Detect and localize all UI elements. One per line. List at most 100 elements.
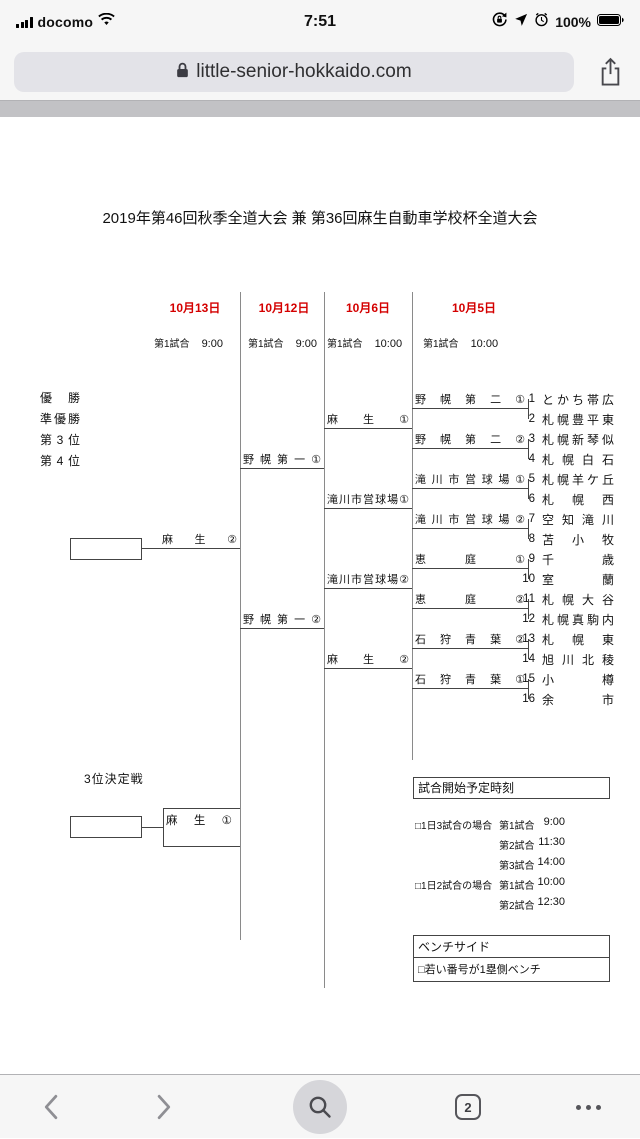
final-match-line: 麻生② xyxy=(142,534,240,549)
share-button[interactable] xyxy=(590,51,630,93)
team-number: 4 xyxy=(528,453,535,465)
game-time-label: 第1試合 10:00 xyxy=(327,335,402,350)
team-number: 12 xyxy=(522,613,535,625)
team-number: 1 xyxy=(528,393,535,405)
schedule-game: 第1試合 xyxy=(499,821,535,832)
bracket-connector xyxy=(528,679,529,699)
search-button[interactable] xyxy=(293,1080,347,1134)
venue-label: 麻生① xyxy=(327,414,409,426)
game-time: 10:00 xyxy=(374,338,403,350)
team-number: 2 xyxy=(528,413,535,425)
venue-label: 野幌第一① xyxy=(243,454,321,466)
lock-icon xyxy=(176,62,189,83)
schedule-game: 第2試合 xyxy=(499,841,535,852)
schedule-time: 14:00 xyxy=(537,856,565,868)
game-time: 10:00 xyxy=(470,338,499,350)
team-row: 1 とかち帯広 xyxy=(505,389,614,409)
team-name: 札幌大谷 xyxy=(542,592,614,607)
schedule-game: 第1試合 xyxy=(499,881,535,892)
team-name: 札幌豊平東 xyxy=(542,412,614,427)
chevron-left-icon xyxy=(44,1094,57,1120)
venue-label: 麻生② xyxy=(327,654,409,666)
browser-toolbar: 2 xyxy=(0,1074,640,1138)
team-name: とかち帯広 xyxy=(542,392,614,407)
match-line: 恵庭② xyxy=(412,594,528,609)
schedule-row: 第2試合 12:30 xyxy=(413,893,613,913)
url-bar: little-senior-hokkaido.com xyxy=(0,44,640,101)
signal-strength-icon xyxy=(16,16,33,28)
team-name: 苫小牧 xyxy=(542,532,614,547)
address-field[interactable]: little-senior-hokkaido.com xyxy=(14,52,574,92)
date-header: 10月12日 xyxy=(258,301,310,315)
game-time: 9:00 xyxy=(201,338,223,350)
schedule-game: 第3試合 xyxy=(499,861,535,872)
bracket-connector xyxy=(528,439,529,459)
schedule-time: 10:00 xyxy=(537,876,565,888)
share-icon xyxy=(601,57,619,86)
chevron-right-icon xyxy=(157,1094,170,1120)
venue-label: 恵庭② xyxy=(415,594,525,606)
forward-button[interactable] xyxy=(142,1075,186,1139)
team-number: 11 xyxy=(523,593,535,605)
match-line: 野幌第二① xyxy=(412,394,528,409)
url-text: little-senior-hokkaido.com xyxy=(196,61,412,82)
team-row: 11 札幌大谷 xyxy=(505,589,614,609)
venue-label: 滝川市営球場② xyxy=(327,574,409,586)
bracket-connector xyxy=(528,399,529,419)
match-line: 恵庭① xyxy=(412,554,528,569)
date-header: 10月6日 xyxy=(345,301,391,315)
column-divider xyxy=(324,292,325,988)
team-number: 5 xyxy=(528,473,535,485)
team-name: 千歳 xyxy=(542,552,614,567)
match-line: 野幌第二② xyxy=(412,434,528,449)
venue-label: 野幌第一② xyxy=(243,614,321,626)
page-title: 2019年第46回秋季全道大会 兼 第36回麻生自動車学校杯全道大会 xyxy=(102,210,538,227)
schedule-row: 第3試合 14:00 xyxy=(413,853,613,873)
rotation-lock-icon xyxy=(491,11,508,33)
match-line: 麻生① xyxy=(324,414,412,429)
team-number: 16 xyxy=(522,693,535,705)
placement-label: 準優勝 xyxy=(40,412,80,426)
date-header: 10月5日 xyxy=(451,301,497,315)
third-place-line xyxy=(163,808,240,809)
team-number: 7 xyxy=(528,513,535,525)
schedule-condition: □1日3試合の場合 xyxy=(415,821,493,832)
match-line: 滝川市営球場② xyxy=(324,574,412,589)
game-time: 9:00 xyxy=(295,338,317,350)
team-row: 2 札幌豊平東 xyxy=(505,409,614,429)
battery-percent-label: 100% xyxy=(555,14,591,30)
game-time-label: 第1試合 10:00 xyxy=(423,335,498,350)
tabs-button[interactable]: 2 xyxy=(446,1075,490,1139)
third-place-connector xyxy=(163,808,164,846)
bench-side-box: ベンチサイド □若い番号が1塁側ベンチ xyxy=(413,935,610,982)
venue-label: 野幌第二② xyxy=(415,434,525,446)
tabs-icon: 2 xyxy=(455,1094,481,1120)
third-place-box xyxy=(70,816,142,838)
venue-label: 麻生② xyxy=(162,534,237,546)
column-divider xyxy=(240,292,241,940)
team-name: 札幌東 xyxy=(542,632,614,647)
team-row: 13札幌東 xyxy=(505,629,614,649)
third-place-line xyxy=(163,846,240,847)
back-button[interactable] xyxy=(28,1075,72,1139)
game-number: 第1試合 xyxy=(248,339,284,350)
more-button[interactable] xyxy=(566,1075,610,1139)
bracket-connector xyxy=(528,519,529,539)
tab-count: 2 xyxy=(464,1099,472,1115)
game-number: 第1試合 xyxy=(423,339,459,350)
carrier-label: docomo xyxy=(37,14,94,30)
schedule-condition: □1日2試合の場合 xyxy=(415,881,493,892)
team-number: 3 xyxy=(528,433,535,445)
bench-note: □若い番号が1塁側ベンチ xyxy=(418,964,541,976)
schedule-row: 第2試合 11:30 xyxy=(413,833,613,853)
team-number: 14 xyxy=(522,653,535,665)
match-line: 石狩青葉② xyxy=(412,634,528,649)
team-name: 小樽 xyxy=(542,672,614,687)
schedule-time: 12:30 xyxy=(537,896,565,908)
match-line: 石狩青葉① xyxy=(412,674,528,689)
